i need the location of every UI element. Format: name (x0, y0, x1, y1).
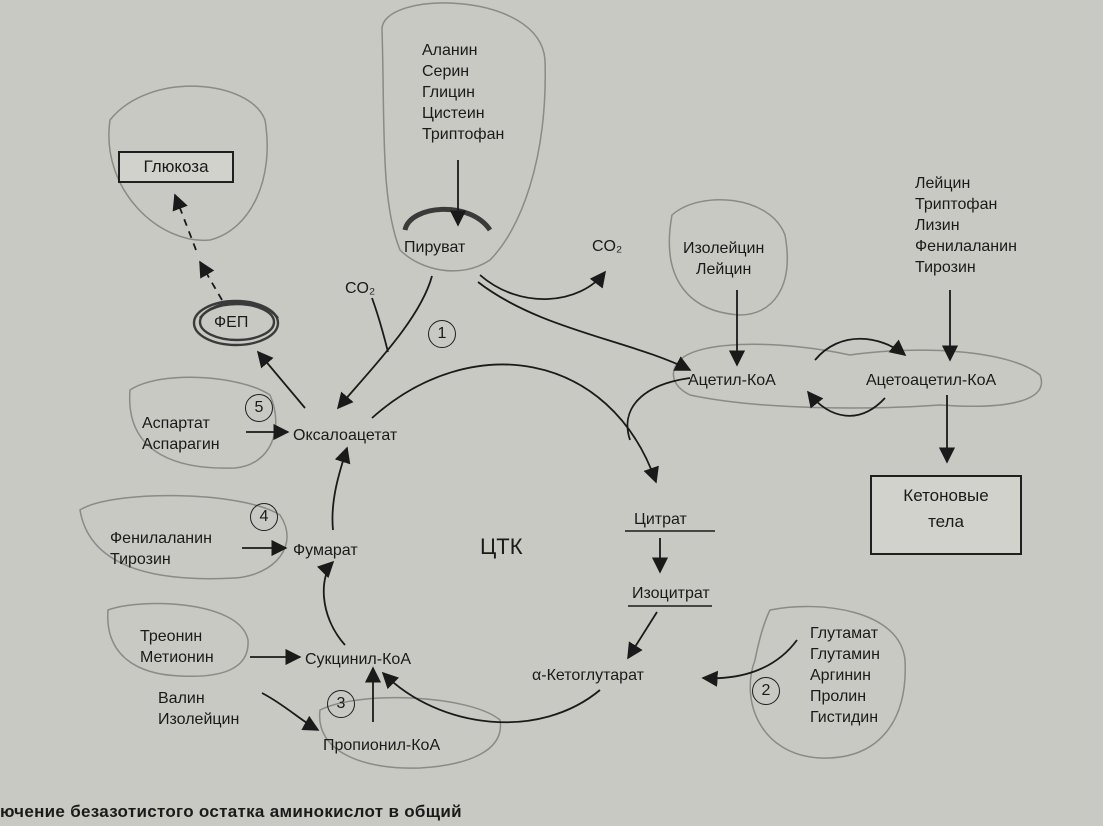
tca-label: ЦТК (480, 534, 523, 559)
source-item: Валин (158, 690, 205, 707)
source-item: Лизин (915, 217, 960, 234)
ketone-line-1: Кетоновые (903, 486, 989, 505)
source-item: Аспарагин (142, 436, 220, 453)
source-item: Аспартат (142, 415, 210, 432)
figure-caption: ючение безазотистого остатка аминокислот… (0, 802, 462, 821)
source-item: Фенилаланин (110, 530, 212, 547)
marker-3: 3 (327, 690, 355, 718)
co2-right-label: CO₂ (592, 238, 623, 255)
co2-left-label: CO₂ (345, 280, 376, 297)
source-item: Лейцин (696, 261, 752, 278)
ketone-bodies-box: Кетоновые тела (870, 475, 1022, 555)
glucose-box: Глюкоза (118, 151, 234, 183)
acetyl-sources: Изолейцин Лейцин (683, 238, 764, 280)
source-item: Аланин (422, 42, 478, 59)
source-item: Глутамин (810, 646, 880, 663)
fumarate-sources: Фенилаланин Тирозин (110, 528, 212, 570)
succinyl-coa-label: Сукцинил-КоА (305, 651, 411, 668)
source-item: Изолейцин (158, 711, 240, 728)
source-item: Фенилаланин (915, 238, 1017, 255)
source-item: Глутамат (810, 625, 879, 642)
acetoacetyl-sources: Лейцин Триптофан Лизин Фенилаланин Тироз… (915, 173, 1017, 278)
akg-sources: Глутамат Глутамин Аргинин Пролин Гистиди… (810, 623, 880, 728)
alpha-ketoglutarate-label: α-Кетоглутарат (532, 667, 644, 684)
fep-label: ФЕП (214, 314, 249, 331)
source-item: Пролин (810, 688, 867, 705)
acetyl-coa-label: Ацетил-КоА (688, 372, 776, 389)
marker-1: 1 (428, 320, 456, 348)
ketone-line-2: тела (928, 512, 964, 531)
source-item: Триптофан (422, 126, 505, 143)
pyruvate-sources: Аланин Серин Глицин Цистеин Триптофан (422, 40, 504, 145)
succinyl-sources: Треонин Метионин (140, 626, 214, 668)
marker-5: 5 (245, 394, 273, 422)
oxaloacetate-sources: Аспартат Аспарагин (142, 413, 220, 455)
source-item: Серин (422, 63, 470, 80)
marker-4: 4 (250, 503, 278, 531)
source-item: Лейцин (915, 175, 971, 192)
source-item: Аргинин (810, 667, 871, 684)
source-item: Тирозин (915, 259, 976, 276)
marker-2: 2 (752, 677, 780, 705)
acetoacetyl-coa-label: Ацетоацетил-КоА (866, 372, 997, 389)
pyruvate-label: Пируват (404, 239, 466, 256)
source-item: Триптофан (915, 196, 998, 213)
source-item: Цистеин (422, 105, 485, 122)
glucose-label: Глюкоза (143, 157, 209, 176)
source-item: Глицин (422, 84, 475, 101)
fumarate-label: Фумарат (293, 542, 358, 559)
citrate-label: Цитрат (634, 511, 687, 528)
source-item: Метионин (140, 649, 214, 666)
propionyl-sources: Валин Изолейцин (158, 688, 239, 730)
propionyl-coa-label: Пропионил-КоА (323, 737, 441, 754)
source-item: Гистидин (810, 709, 879, 726)
source-item: Тирозин (110, 551, 171, 568)
source-item: Треонин (140, 628, 203, 645)
source-item: Изолейцин (683, 240, 765, 257)
oxaloacetate-label: Оксалоацетат (293, 427, 398, 444)
isocitrate-label: Изоцитрат (632, 585, 710, 602)
